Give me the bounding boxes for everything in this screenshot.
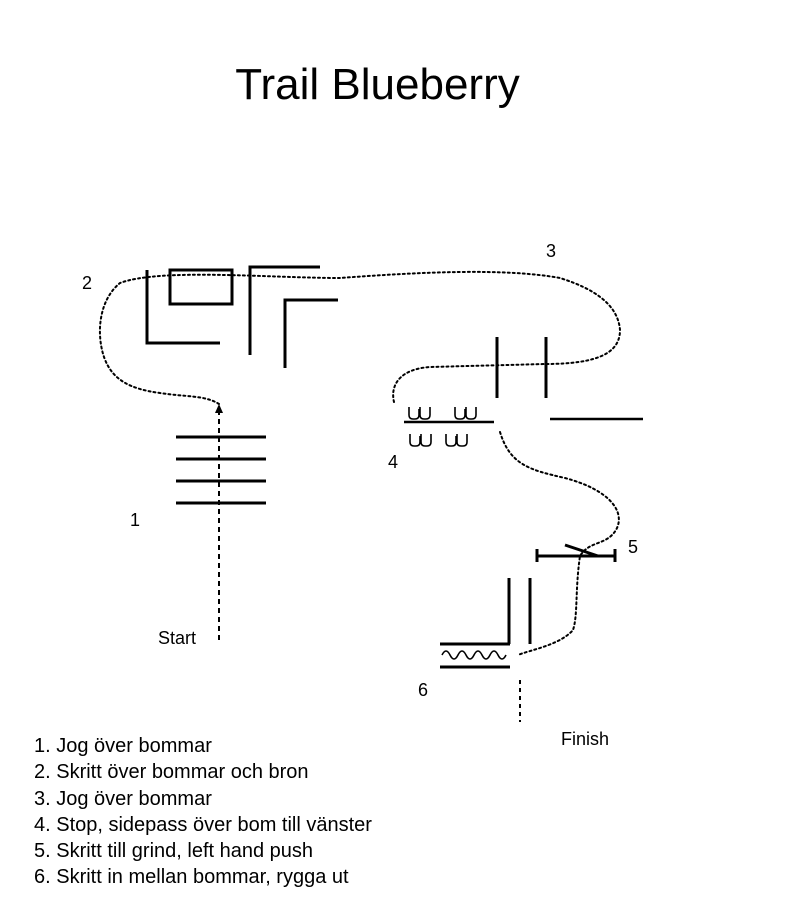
obstacle-3-jog-poles (495, 337, 548, 398)
obstacle-2-poles-and-bridge (145, 265, 338, 368)
instruction-item: 3. Jog över bommar (34, 787, 212, 810)
finish-label: Finish (561, 729, 610, 749)
obstacle-6-back-through (440, 578, 532, 669)
hoof-prints (408, 407, 477, 447)
instruction-list: 1. Jog över bommar 2. Skritt över bommar… (34, 733, 372, 891)
obstacle-3-label: 3 (546, 241, 557, 261)
obstacle-4-sidepass-pole (404, 417, 643, 424)
start-path-arrow (215, 404, 223, 640)
start-label: Start (158, 628, 197, 648)
instruction-item: 1. Jog över bommar (34, 735, 212, 757)
obstacle-1-label: 1 (130, 510, 141, 530)
instruction-item: 6. Skritt in mellan bommar, rygga ut (34, 866, 349, 889)
route-dotted-line-2 (499, 431, 620, 656)
instruction-item: 4. Stop, sidepass över bom till vänster (34, 813, 372, 836)
route-dotted-line (98, 270, 622, 405)
back-up-squiggle (441, 650, 507, 660)
obstacle-5-gate (535, 543, 617, 562)
page-title: Trail Blueberry (235, 60, 520, 109)
obstacle-4-label: 4 (388, 452, 399, 472)
obstacle-2-label: 2 (82, 273, 93, 293)
obstacle-6-label: 6 (418, 680, 429, 700)
obstacle-1-jog-poles (176, 435, 266, 505)
instruction-item: 5. Skritt till grind, left hand push (34, 840, 314, 863)
instruction-item: 2. Skritt över bommar och bron (34, 761, 309, 784)
obstacle-5-label: 5 (628, 537, 639, 557)
